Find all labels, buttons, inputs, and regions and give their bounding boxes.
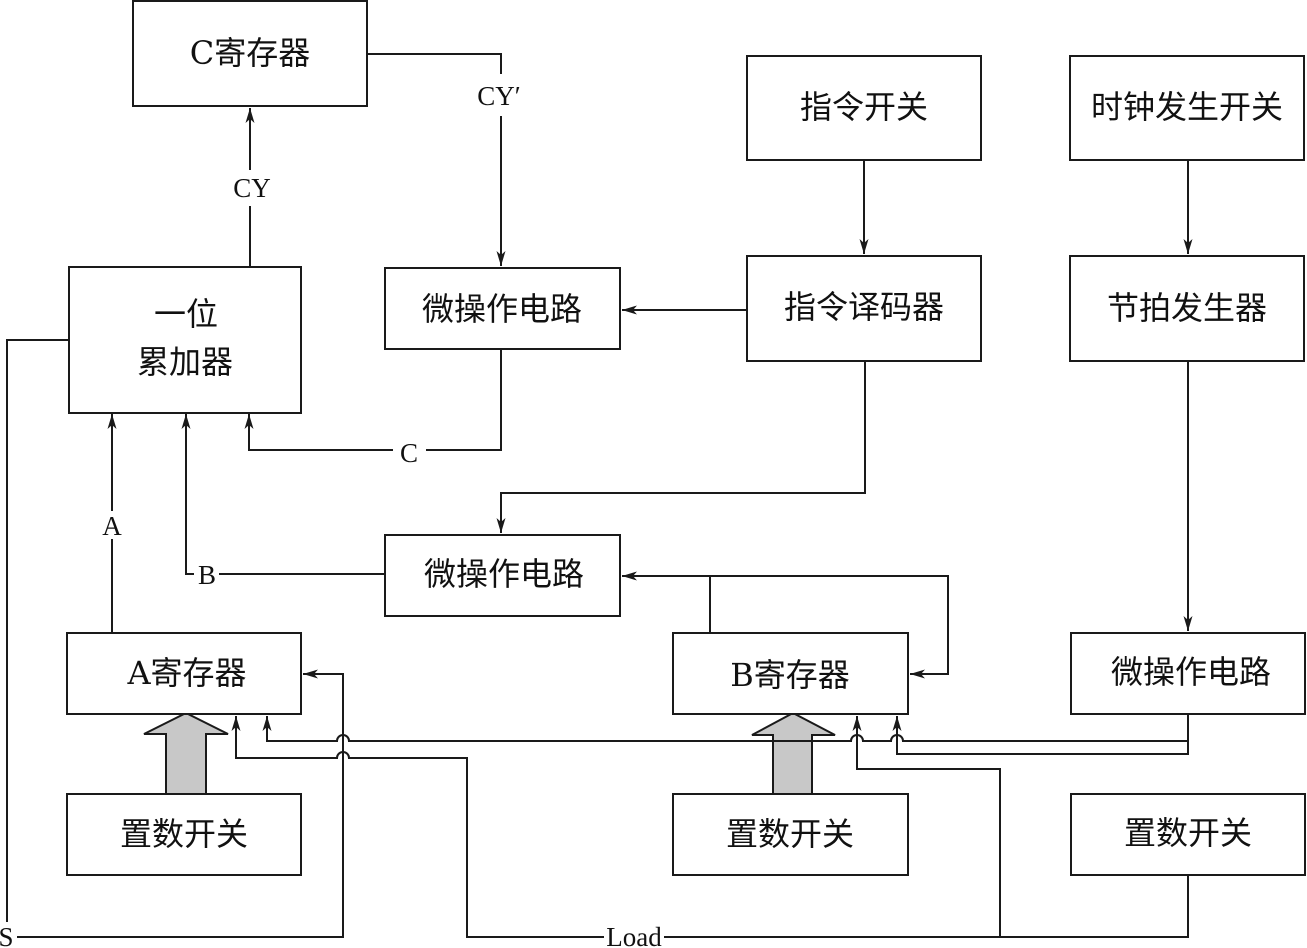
set-switch-a-label: 置数开关 (120, 815, 248, 853)
instruction-decoder-box (746, 255, 982, 362)
b-register-to-micro-op-middle-wire (622, 571, 711, 633)
micro-op-circuit-middle-box (384, 534, 621, 617)
clock-switch-block: 时钟发生开关 (1069, 55, 1305, 161)
instruction-decoder-label: 指令译码器 (784, 288, 944, 326)
set-switch-a-block: 置数开关 (66, 793, 302, 876)
load-signal-label: Load (606, 922, 662, 948)
c-register-label: C寄存器 (190, 34, 311, 72)
b-wire (186, 414, 385, 575)
micro-op-right-to-a-register-wire (262, 714, 1189, 742)
b-register-feedback-wire (710, 575, 949, 679)
c-register-box (132, 0, 368, 107)
set-switch-load-wire (664, 875, 1189, 938)
accumulator-label-line1: 一位 (154, 295, 218, 333)
cy-signal-label: CY (233, 173, 271, 203)
accumulator-label-line2: 累加器 (137, 343, 233, 381)
micro-op-circuit-top-block: 微操作电路 (384, 267, 621, 350)
a-register-box (66, 632, 302, 715)
s-signal-label: S (0, 922, 14, 948)
c-wire (249, 349, 502, 451)
bus-arrow-set-switch-to-b-register (751, 711, 836, 795)
load-to-a-register-wire (231, 716, 604, 938)
micro-op-circuit-right-label: 微操作电路 (1111, 653, 1271, 691)
c-signal-label: C (400, 438, 418, 468)
load-to-b-register-wire (852, 716, 1001, 937)
set-switch-b-label: 置数开关 (726, 815, 854, 853)
instruction-switch-label: 指令开关 (800, 88, 928, 126)
clock-switch-label: 时钟发生开关 (1091, 88, 1283, 126)
decoder-to-micro-op-middle-wire (496, 361, 866, 533)
cy-prime-wire (367, 53, 501, 266)
micro-op-right-to-b-register-wire (892, 716, 1189, 755)
set-switch-a-box (66, 793, 302, 876)
micro-op-circuit-top-label: 微操作电路 (422, 290, 582, 328)
accumulator-box (68, 266, 302, 414)
accumulator-block: 一位 累加器 (68, 266, 302, 414)
s-wire (6, 339, 344, 938)
b-register-box (672, 632, 909, 715)
beat-generator-label: 节拍发生器 (1107, 289, 1267, 327)
b-register-label: B寄存器 (730, 656, 850, 694)
a-register-block: A寄存器 (66, 632, 302, 715)
set-switch-load-label: 置数开关 (1124, 814, 1252, 852)
a-register-label: A寄存器 (126, 654, 246, 692)
instruction-decoder-block: 指令译码器 (746, 255, 982, 362)
b-signal-label: B (198, 560, 216, 590)
c-register-block: C寄存器 (132, 0, 368, 107)
beat-generator-block: 节拍发生器 (1069, 255, 1305, 362)
set-switch-b-block: 置数开关 (672, 793, 909, 876)
bus-arrow-set-switch-to-a-register (143, 711, 229, 795)
micro-op-circuit-right-block: 微操作电路 (1070, 632, 1306, 715)
a-signal-label: A (102, 511, 122, 541)
beat-generator-box (1069, 255, 1305, 362)
set-switch-load-block: 置数开关 (1070, 793, 1306, 876)
micro-op-circuit-middle-label: 微操作电路 (424, 555, 584, 593)
cy-prime-signal-label: CY′ (477, 81, 520, 111)
micro-op-circuit-right-box (1070, 632, 1306, 715)
instruction-switch-block: 指令开关 (746, 55, 982, 161)
b-register-block: B寄存器 (672, 632, 909, 715)
set-switch-b-box (672, 793, 909, 876)
micro-op-circuit-middle-block: 微操作电路 (384, 534, 621, 617)
instruction-switch-box (746, 55, 982, 161)
